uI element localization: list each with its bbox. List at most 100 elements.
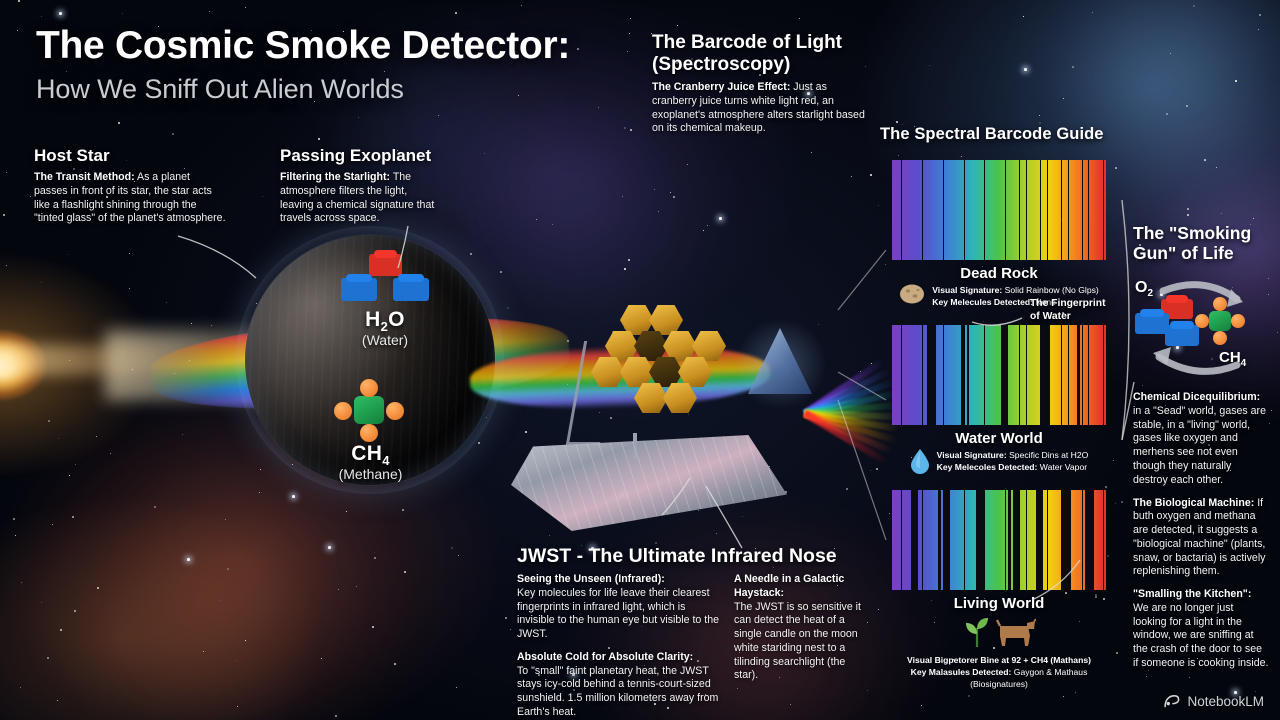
- spectral-guide-title: The Spectral Barcode Guide: [880, 125, 1104, 143]
- asteroid-icon: [900, 284, 925, 304]
- brick-hydrogen: [393, 278, 429, 301]
- molecule-ch4: CH4 (Methane): [318, 378, 423, 482]
- exoplanet-text: The atmosphere filters the light, leavin…: [280, 171, 435, 225]
- barcode-intro-body: The Cranberry Juice Effect: Just as cran…: [652, 81, 867, 136]
- kitchen-lead: "Smalling the Kitchen":: [1133, 588, 1252, 601]
- jwst-column-1: Seeing the Unseen (Infrared): Key molecu…: [517, 573, 722, 720]
- jwst-infrared-text: Key molecules for life leave their clear…: [517, 586, 719, 641]
- page-subtitle: How We Sniff Out Alien Worlds: [36, 74, 404, 104]
- molecule-h2o-name: (Water): [361, 332, 409, 349]
- jwst-infrared-lead: Seeing the Unseen (Infrared):: [517, 573, 665, 585]
- spectral-card-name: Water World: [955, 430, 1043, 447]
- watermark: NotebookLM: [1163, 693, 1264, 710]
- atom-hydrogen: [1213, 297, 1227, 312]
- atom-hydrogen: [1195, 314, 1209, 329]
- host-star-block: Host Star The Transit Method: As a plane…: [34, 146, 226, 226]
- host-star-body: The Transit Method: As a planet passes i…: [34, 171, 226, 226]
- kitchen-text: We are no longer just looking for a ligh…: [1133, 601, 1269, 669]
- spectral-card-details: Visual Signature: Solid Rainbow (No Glps…: [932, 285, 1099, 307]
- spectral-card-icon-row: [892, 614, 1106, 653]
- barcode-intro-text: Just as cranberry juice turns white ligh…: [652, 81, 865, 135]
- host-star-text: As a planet passes in front of its star,…: [34, 171, 226, 225]
- brick-blue: [1165, 325, 1199, 347]
- molecule-h2o: H2O (Water): [335, 252, 435, 348]
- mirror-segment: [605, 331, 639, 361]
- mirror-segment: [663, 331, 697, 361]
- mirror-segment: [649, 357, 683, 387]
- annotation-line-2: of Water: [1030, 310, 1071, 322]
- biological-text: If buth oxygen and methana are detected,…: [1133, 496, 1266, 578]
- exoplanet-heading: Passing Exoplanet: [280, 146, 432, 165]
- page-title-block: The Cosmic Smoke Detector: How We Sniff …: [36, 24, 570, 105]
- water-drop-icon: [910, 449, 929, 474]
- barcode-intro-heading: The Barcode of Light (Spectroscopy): [652, 32, 842, 75]
- sunshield: [511, 435, 787, 531]
- atom-hydrogen: [386, 402, 404, 420]
- jwst-heading: JWST - The Ultimate Infrared Nose: [517, 545, 837, 567]
- spectral-barcode-guide: The Spectral Barcode Guide: [880, 125, 1130, 144]
- jwst-block-cold: Absolute Cold for Absolute Clarity: To "…: [517, 651, 722, 720]
- smoking-gun-heading: The "Smoking Gun" of Life: [1133, 223, 1269, 263]
- label-o2: O2: [1135, 279, 1154, 300]
- nebula-patch: [600, 560, 920, 720]
- atom-carbon: [1209, 311, 1231, 332]
- molecule-ch4-name: (Methane): [338, 466, 403, 483]
- smoking-gun-heading-line-2: Gun" of Life: [1133, 242, 1234, 263]
- atom-hydrogen: [1213, 331, 1227, 346]
- atom-hydrogen: [1231, 314, 1245, 329]
- mirror-segment: [678, 357, 712, 387]
- jwst-needle-text: The JWST is so sensitive it can detect t…: [734, 600, 861, 682]
- molecule-ch4-formula: CH4: [351, 442, 390, 469]
- label-ch4: CH4: [1219, 349, 1247, 370]
- annotation-line-1: The Fingerprint: [1030, 298, 1106, 309]
- disequilibrium-text: in a "Sead" world, gases are stable, in …: [1133, 404, 1266, 486]
- primary-mirror-hex-array: [591, 305, 726, 437]
- exoplanet-lead: Filtering the Starlight:: [280, 171, 391, 183]
- atom-hydrogen: [334, 402, 352, 420]
- jwst-needle-lead: A Needle in a Galactic Haystack:: [734, 573, 845, 599]
- jwst-column-2: A Needle in a Galactic Haystack: The JWS…: [734, 573, 866, 720]
- spectral-card-name: Living World: [953, 595, 1045, 612]
- water-fingerprint-annotation: The Fingerprint of Water: [1030, 298, 1122, 323]
- jwst-telescope: [505, 285, 795, 545]
- brick-oxygen: [1161, 299, 1193, 320]
- spectral-card-name: Dead Rock: [960, 265, 1038, 282]
- jwst-cold-text: To "small" faint planetary heat, the JWS…: [517, 664, 719, 718]
- watermark-label: NotebookLM: [1187, 694, 1264, 709]
- jwst-cold-lead: Absolute Cold for Absolute Clarity:: [517, 650, 694, 663]
- nebula-patch: [300, 40, 560, 220]
- brick-blue: [1135, 313, 1169, 335]
- mirror-segment: [692, 331, 726, 361]
- mirror-segment: [634, 383, 668, 413]
- exoplanet-body: Filtering the Starlight: The atmosphere …: [280, 171, 440, 226]
- spectral-card-detail-row: Visual Signature: Solid Rainbow (No Glps…: [892, 283, 1106, 310]
- jwst-block-infrared: Seeing the Unseen (Infrared): Key molecu…: [517, 573, 722, 642]
- smoking-gun-block-biological: The Biological Machine: If buth oxygen a…: [1133, 497, 1269, 580]
- mirror-segment: [620, 357, 654, 387]
- brick-oxygen: [369, 254, 402, 276]
- mirror-segment: [634, 331, 668, 361]
- smoking-gun-heading-line-1: The "Smoking: [1133, 223, 1252, 243]
- barcode-intro-block: The Barcode of Light (Spectroscopy) The …: [652, 32, 867, 136]
- cycle-arrows: [1153, 281, 1243, 376]
- jwst-block: JWST - The Ultimate Infrared Nose Seeing…: [517, 545, 872, 720]
- nebula-patch: [430, 90, 710, 310]
- smoking-gun-block-disequilibrium: Chemical Dicequilibrium: in a "Sead" wor…: [1133, 391, 1269, 487]
- o2-ch4-cycle-diagram: O2 CH4: [1133, 269, 1269, 389]
- smoking-gun-block: The "Smoking Gun" of Life O2 CH4 Chemica…: [1133, 223, 1269, 671]
- brick-hydrogen: [341, 278, 377, 301]
- host-star-heading: Host Star: [34, 146, 110, 165]
- jwst-block-needle: A Needle in a Galactic Haystack: The JWS…: [734, 573, 866, 683]
- mirror-segment: [591, 357, 625, 387]
- spectral-strip: [892, 160, 1106, 260]
- barcode-intro-lead: The Cranberry Juice Effect:: [652, 81, 791, 93]
- atom-carbon: [354, 396, 384, 424]
- mirror-segment: [649, 305, 683, 335]
- atom-hydrogen: [360, 424, 378, 442]
